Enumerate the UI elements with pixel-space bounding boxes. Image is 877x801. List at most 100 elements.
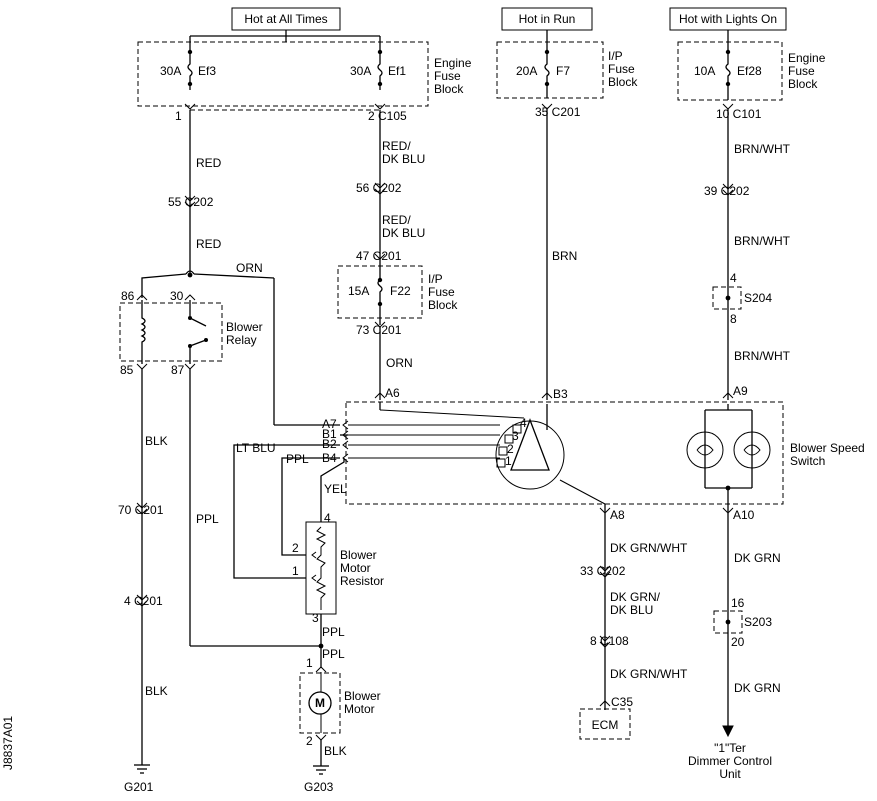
svg-text:A10: A10 xyxy=(733,508,755,522)
svg-text:M: M xyxy=(315,696,325,710)
svg-text:RED/DK BLU: RED/DK BLU xyxy=(382,139,425,166)
svg-text:DK GRN: DK GRN xyxy=(734,551,781,565)
svg-text:87: 87 xyxy=(171,363,185,377)
svg-text:DK GRN/WHT: DK GRN/WHT xyxy=(610,667,688,681)
svg-text:BRN: BRN xyxy=(552,249,577,263)
svg-text:B3: B3 xyxy=(553,387,568,401)
svg-text:2: 2 xyxy=(507,442,514,456)
circuit-ppl-relay: PPL xyxy=(189,369,321,647)
svg-text:4: 4 xyxy=(730,271,737,285)
svg-text:3: 3 xyxy=(312,611,319,625)
svg-text:3: 3 xyxy=(512,429,519,443)
svg-text:4: 4 xyxy=(324,511,331,525)
svg-text:30: 30 xyxy=(170,289,184,303)
svg-text:8 C108: 8 C108 xyxy=(590,634,629,648)
svg-text:39 C202: 39 C202 xyxy=(704,184,750,198)
circuit-blk-ground: BLK 70 C201 4 C201 BLK xyxy=(118,369,168,765)
svg-text:2: 2 xyxy=(306,734,313,748)
fuse-ef28: 10A Ef28 xyxy=(694,49,762,100)
circuit-dk-grn-wht-ecm: DK GRN/WHT 33 C202 DK GRN/DK BLU 8 C108 … xyxy=(580,513,688,710)
svg-text:Hot at All Times: Hot at All Times xyxy=(244,12,327,26)
power-header-hot-with-lights-on: Hot with Lights On xyxy=(669,7,787,52)
svg-text:ORN: ORN xyxy=(236,261,263,275)
circuit-lt-blu: LT BLU xyxy=(233,434,348,579)
svg-text:56 C202: 56 C202 xyxy=(356,181,402,195)
svg-text:B2: B2 xyxy=(322,437,337,451)
svg-text:Ef28: Ef28 xyxy=(737,64,762,78)
circuit-brn-wht: BRN/WHT 39 C202 BRN/WHT xyxy=(704,109,791,400)
svg-text:4: 4 xyxy=(520,416,527,430)
ground-g203: G203 xyxy=(304,765,334,794)
svg-text:A8: A8 xyxy=(610,508,625,522)
svg-text:A7: A7 xyxy=(322,417,337,431)
fuse-f22: 15A F22 73 C201 xyxy=(348,268,411,337)
svg-text:1: 1 xyxy=(175,109,182,123)
circuit-yel: YEL xyxy=(320,458,347,522)
circuit-dk-grn-dimmer: DK GRN 16 S203 20 DK GRN xyxy=(713,513,781,738)
svg-text:55 C202: 55 C202 xyxy=(168,195,214,209)
svg-text:BLK: BLK xyxy=(145,684,168,698)
svg-text:BLK: BLK xyxy=(324,744,347,758)
svg-text:Hot with Lights On: Hot with Lights On xyxy=(679,12,777,26)
svg-text:PPL: PPL xyxy=(286,452,309,466)
connector-c105: 1 2 C105 35 C201 10 C101 xyxy=(175,103,762,123)
svg-text:B1: B1 xyxy=(322,427,337,441)
svg-text:33 C202: 33 C202 xyxy=(580,564,626,578)
svg-text:BRN/WHT: BRN/WHT xyxy=(734,349,791,363)
svg-text:35 C201: 35 C201 xyxy=(535,105,581,119)
svg-text:A6: A6 xyxy=(385,386,400,400)
svg-text:2: 2 xyxy=(292,541,299,555)
svg-text:73 C201: 73 C201 xyxy=(356,323,402,337)
svg-text:DK GRN/DK BLU: DK GRN/DK BLU xyxy=(610,590,661,617)
svg-text:LT BLU: LT BLU xyxy=(236,441,276,455)
figure-id: J8837A01 xyxy=(1,716,15,770)
svg-text:G201: G201 xyxy=(124,780,154,794)
svg-text:Hot in Run: Hot in Run xyxy=(519,12,576,26)
svg-text:2 C105: 2 C105 xyxy=(368,109,407,123)
circuit-ppl-motor: PPL PPL xyxy=(318,614,345,668)
svg-text:16: 16 xyxy=(731,596,745,610)
svg-text:F7: F7 xyxy=(556,64,570,78)
svg-text:Ef1: Ef1 xyxy=(388,64,406,78)
svg-text:PPL: PPL xyxy=(196,512,219,526)
svg-text:10 C101: 10 C101 xyxy=(716,107,762,121)
svg-text:85: 85 xyxy=(120,363,134,377)
svg-text:30A: 30A xyxy=(350,64,371,78)
circuit-orn-switch-feed: ORN A6 xyxy=(374,327,413,400)
svg-text:8: 8 xyxy=(730,312,737,326)
svg-text:BRN/WHT: BRN/WHT xyxy=(734,142,791,156)
svg-text:RED: RED xyxy=(196,156,222,170)
svg-text:A9: A9 xyxy=(733,384,748,398)
svg-text:15A: 15A xyxy=(348,284,369,298)
svg-text:RED: RED xyxy=(196,237,222,251)
circuit-ppl-resistor: PPL xyxy=(281,452,340,556)
svg-text:PPL: PPL xyxy=(322,625,345,639)
svg-text:C35: C35 xyxy=(611,695,633,709)
svg-text:BRN/WHT: BRN/WHT xyxy=(734,234,791,248)
power-header-hot-in-run: Hot in Run xyxy=(501,7,593,52)
svg-text:Ef3: Ef3 xyxy=(198,64,216,78)
svg-text:RED/DK BLU: RED/DK BLU xyxy=(382,213,425,240)
svg-text:PPL: PPL xyxy=(322,647,345,661)
power-header-hot-at-all-times: Hot at All Times xyxy=(189,7,381,52)
svg-text:S203: S203 xyxy=(744,615,772,629)
svg-text:4 C201: 4 C201 xyxy=(124,594,163,608)
svg-text:1: 1 xyxy=(306,656,313,670)
svg-text:YEL: YEL xyxy=(324,482,347,496)
svg-text:1: 1 xyxy=(505,454,512,468)
svg-text:1: 1 xyxy=(292,564,299,578)
svg-text:86: 86 xyxy=(121,289,135,303)
